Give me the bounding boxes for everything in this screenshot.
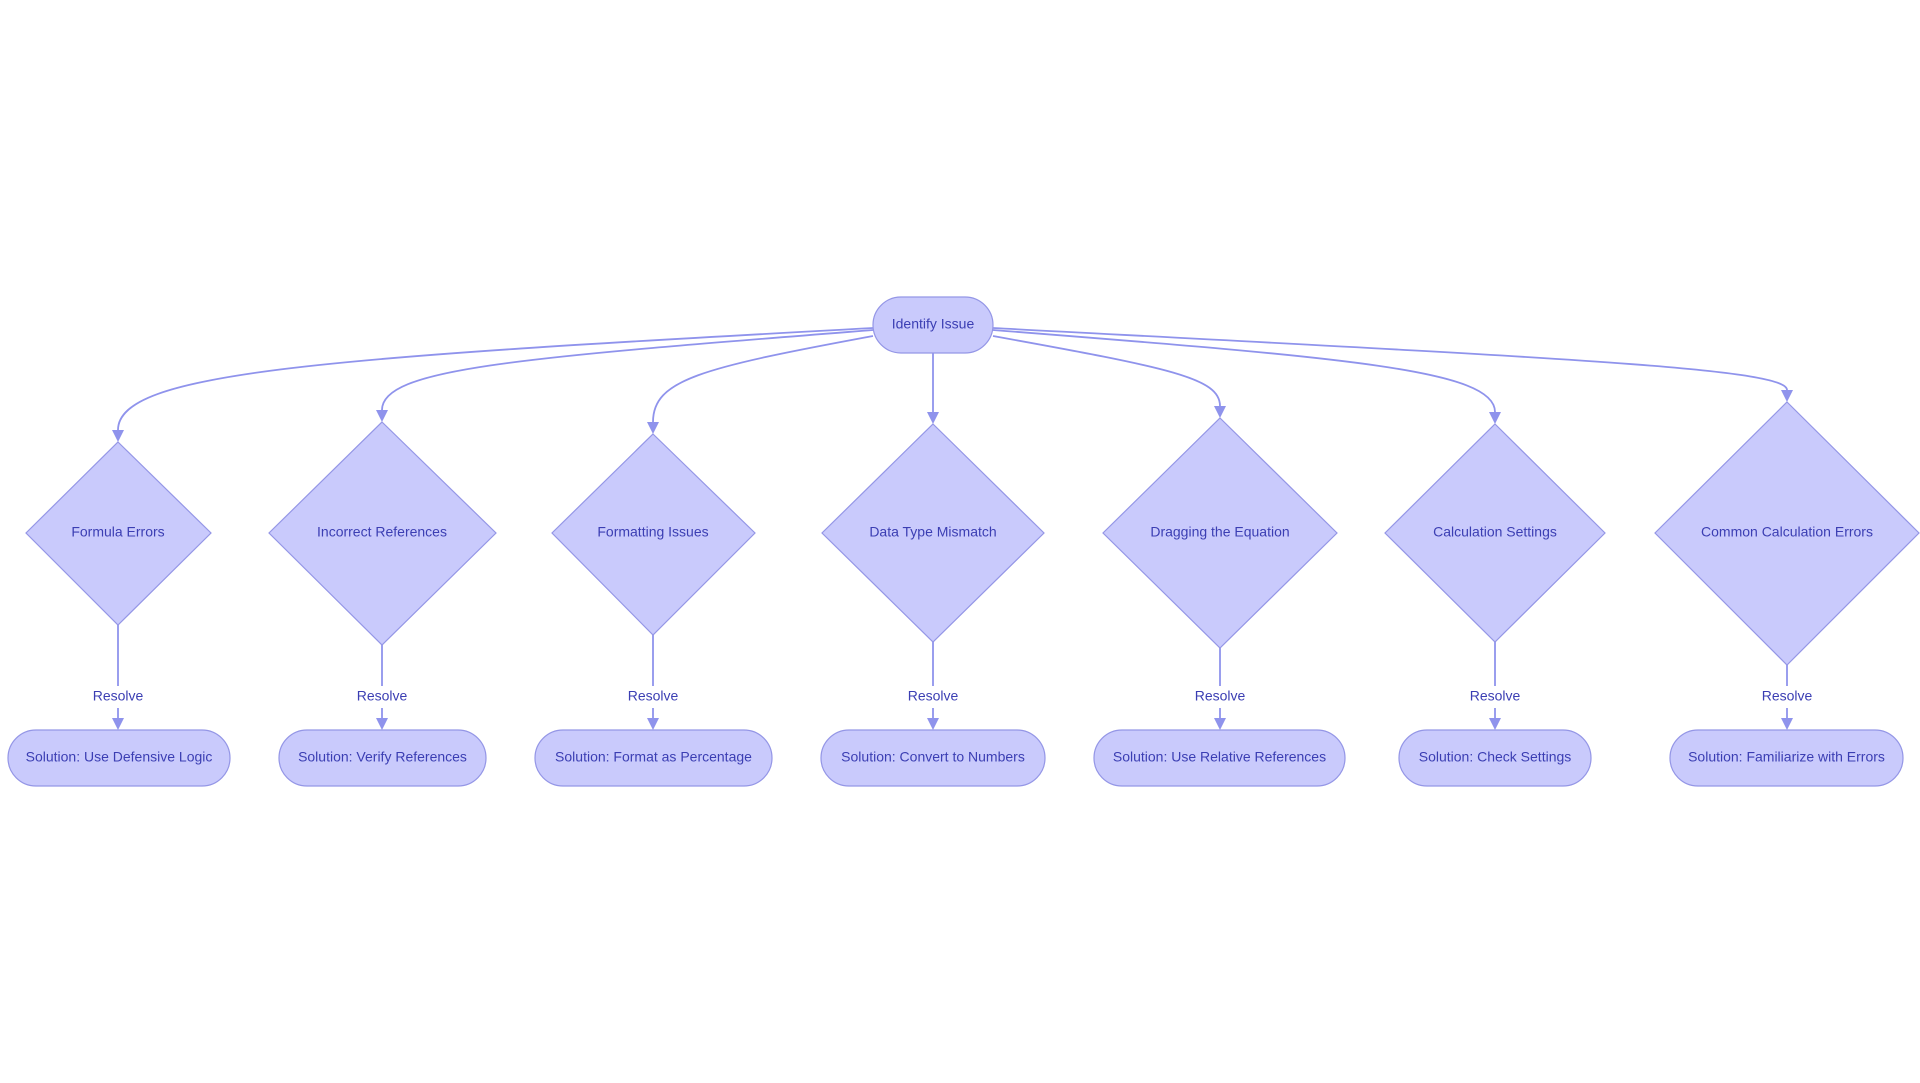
arrow-solution-3	[647, 718, 659, 730]
arrow-common-calculation-errors	[1781, 390, 1793, 402]
decision-node-incorrect-references[interactable]: Incorrect References	[268, 421, 497, 646]
edge-label-resolve: Resolve	[628, 688, 679, 704]
arrow-solution-5	[1214, 718, 1226, 730]
arrow-calculation-settings	[1489, 412, 1501, 424]
decision-label: Data Type Mismatch	[869, 524, 996, 540]
solution-label: Solution: Use Relative References	[1113, 749, 1326, 765]
edge-root-to-formatting-issues	[652, 335, 874, 423]
arrow-solution-2	[376, 718, 388, 730]
root-node[interactable]: Identify Issue	[872, 296, 994, 354]
edge-root-to-formula-errors	[117, 327, 874, 431]
edge-label-resolve: Resolve	[1195, 688, 1246, 704]
decision-label: Common Calculation Errors	[1701, 524, 1873, 540]
root-node-label: Identify Issue	[892, 316, 975, 332]
edge-label-resolve: Resolve	[908, 688, 959, 704]
solution-node-familiarize-with-errors[interactable]: Solution: Familiarize with Errors	[1669, 729, 1904, 787]
solution-label: Solution: Use Defensive Logic	[26, 749, 213, 765]
arrow-solution-6	[1489, 718, 1501, 730]
decision-node-formula-errors[interactable]: Formula Errors	[25, 441, 212, 626]
arrow-incorrect-references	[376, 410, 388, 422]
solution-node-use-defensive-logic[interactable]: Solution: Use Defensive Logic	[7, 729, 231, 787]
solution-label: Solution: Check Settings	[1419, 749, 1572, 765]
solution-label: Solution: Verify References	[298, 749, 467, 765]
edge-label-resolve: Resolve	[1470, 688, 1521, 704]
decision-label: Calculation Settings	[1433, 524, 1557, 540]
edge-root-to-dragging-equation	[992, 335, 1221, 407]
edge-root-to-calculation-settings	[992, 329, 1496, 413]
decision-node-data-type-mismatch[interactable]: Data Type Mismatch	[821, 423, 1045, 643]
arrow-dragging-equation	[1214, 406, 1226, 418]
edge-label-resolve: Resolve	[357, 688, 408, 704]
decision-label: Incorrect References	[317, 524, 447, 540]
resolve-edges	[112, 625, 1793, 730]
solution-node-check-settings[interactable]: Solution: Check Settings	[1398, 729, 1592, 787]
edge-label-resolve: Resolve	[1762, 688, 1813, 704]
solution-node-verify-references[interactable]: Solution: Verify References	[278, 729, 487, 787]
solution-label: Solution: Format as Percentage	[555, 749, 752, 765]
edge-labels: Resolve Resolve Resolve Resolve Resolve …	[90, 686, 1815, 708]
arrow-formula-errors	[112, 430, 124, 442]
solution-node-convert-to-numbers[interactable]: Solution: Convert to Numbers	[820, 729, 1046, 787]
solution-node-use-relative-references[interactable]: Solution: Use Relative References	[1093, 729, 1346, 787]
decision-node-common-calculation-errors[interactable]: Common Calculation Errors	[1654, 401, 1920, 666]
decision-label: Dragging the Equation	[1150, 524, 1289, 540]
arrow-data-type-mismatch	[927, 412, 939, 424]
decision-label: Formatting Issues	[597, 524, 708, 540]
arrow-formatting-issues	[647, 422, 659, 434]
edge-root-to-incorrect-references	[381, 329, 874, 411]
root-edges	[112, 327, 1793, 442]
edge-root-to-common-calculation-errors	[992, 327, 1788, 391]
decision-label: Formula Errors	[71, 524, 164, 540]
solution-label: Solution: Familiarize with Errors	[1688, 749, 1885, 765]
decision-node-calculation-settings[interactable]: Calculation Settings	[1384, 423, 1606, 643]
arrow-solution-7	[1781, 718, 1793, 730]
arrow-solution-4	[927, 718, 939, 730]
decision-node-formatting-issues[interactable]: Formatting Issues	[551, 433, 756, 636]
solution-label: Solution: Convert to Numbers	[841, 749, 1025, 765]
decision-node-dragging-equation[interactable]: Dragging the Equation	[1102, 417, 1338, 649]
edge-label-resolve: Resolve	[93, 688, 144, 704]
arrow-solution-1	[112, 718, 124, 730]
solution-node-format-as-percentage[interactable]: Solution: Format as Percentage	[534, 729, 773, 787]
